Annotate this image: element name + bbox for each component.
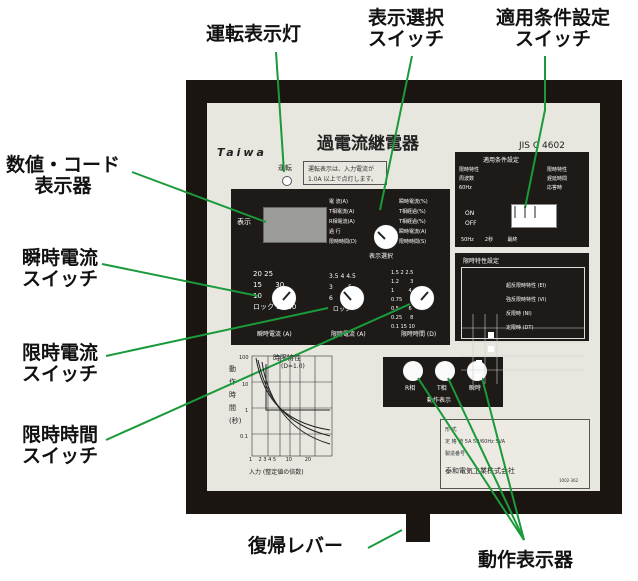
op-indicator-leader-1 <box>417 377 525 541</box>
curve-setting-panel: 限時特性設定 超反限時特性 (EI) 強反限時特性 (VI) 反限時 (NI) … <box>455 253 589 341</box>
op-indicator-leader-3 <box>481 377 525 541</box>
numeric-display-line2: 表示器 <box>34 175 92 197</box>
graph-y-tick-3: 1 <box>245 408 249 414</box>
numeric-code-display-label: 数値・コード 表示器 <box>6 155 120 197</box>
run-indicator-lamp <box>282 176 292 186</box>
run-note-line1: 運転表示は、入力電流が <box>308 166 375 173</box>
display-select-right: 瞬時電流(%) T相経過(%) T相経過(%) 瞬時電流(A) 限時時間(S) <box>399 199 428 245</box>
condition-setting-switch-label: 適用条件設定 スイッチ <box>496 8 610 50</box>
display-select-line2: スイッチ <box>368 28 445 50</box>
graph-y-tick-4: 0.1 <box>240 434 248 440</box>
curve-table-grid <box>461 314 585 384</box>
limit-time-line1: 限時時間 <box>22 424 99 446</box>
run-note-line2: 1.0A 以上で点灯します。 <box>308 176 377 183</box>
curve-table-dots <box>476 332 494 380</box>
limit-time-leader <box>105 303 411 441</box>
graph-subtitle: (D=1.0) <box>281 363 305 370</box>
brand-logo: Taiwa <box>217 146 267 159</box>
condition-left-labels: 限時特性 周波数 60Hz <box>459 167 480 191</box>
curve-row-3: 反限時 (NI) <box>506 311 532 317</box>
graph-frame <box>251 355 333 457</box>
op-indicator-title: 動作表示 <box>427 397 452 404</box>
condition-bottom-labels: 50Hz 2秒 最終 <box>461 237 518 243</box>
display-dial-section: 表示 電 流(A) T相電流(A) R相電流(A) 過 行 限時時間(D) 瞬時… <box>231 189 450 345</box>
nameplate-row-2: 定 格 値 5A 50/60Hz 5VA <box>445 439 506 445</box>
numeric-display-leader <box>131 171 267 223</box>
relay-faceplate: Taiwa 過電流継電器 JIS C 4602 運転 運転表示は、入力電流が 1… <box>207 103 600 491</box>
numeric-display-line1: 数値・コード <box>6 154 121 176</box>
lamp-leader <box>275 51 285 173</box>
limit-time-line2: スイッチ <box>22 445 99 467</box>
limit-time-dial-label: 限時時間 (D) <box>401 331 437 338</box>
characteristic-graph <box>251 355 333 457</box>
display-select-left: 電 流(A) T相電流(A) R相電流(A) 過 行 限時時間(D) <box>329 199 357 245</box>
limit-current-line1: 限時電流 <box>22 342 99 364</box>
reset-lever-label: 復帰レバー <box>248 535 344 557</box>
run-label: 運転 <box>278 164 292 172</box>
instant-current-knob[interactable] <box>271 285 297 311</box>
operation-indicator-label: 動作表示器 <box>478 549 574 571</box>
instant-current-line2: スイッチ <box>22 268 99 290</box>
condition-setting-panel: 適用条件設定 限時特性 周波数 60Hz 限時特性 遅延時間 応答時 ON OF… <box>455 152 589 247</box>
graph-y-tick-1: 100 <box>239 355 249 361</box>
graph-y-tick-2: 10 <box>242 382 249 388</box>
graph-y-label: 動作時間(秒) <box>229 365 242 425</box>
limit-current-dial-label: 限時電流 (A) <box>331 331 366 338</box>
limit-current-line2: スイッチ <box>22 363 99 385</box>
nameplate-row-3: 製造番号 <box>445 451 466 457</box>
reset-lever-leader <box>367 529 403 549</box>
indicator-label-t: T相 <box>437 385 447 392</box>
condition-setting-leader <box>524 56 546 209</box>
limit-time-knob[interactable] <box>409 285 435 311</box>
characteristic-curves <box>255 357 331 445</box>
condition-on-label: ON <box>465 210 475 217</box>
display-select-switch-label: 表示選択 スイッチ <box>368 8 444 50</box>
indicator-lamp-label: 運転表示灯 <box>206 23 302 45</box>
graph-x-label: 入力 (整定値の倍数) <box>249 469 304 476</box>
condition-right-labels: 限時特性 遅延時間 応答時 <box>547 167 568 191</box>
curve-row-1: 超反限時特性 (EI) <box>506 283 547 289</box>
callout-leader-lines <box>101 51 546 549</box>
nameplate-row-1: 形 式 <box>445 427 457 433</box>
indicator-label-r: R相 <box>405 385 416 392</box>
graph-x-ticks: 1 2 3 4 5 10 20 <box>249 457 312 463</box>
nameplate-code: 1002-362 <box>559 478 579 483</box>
condition-setting-line2: スイッチ <box>515 28 592 50</box>
dial-pointers <box>282 231 429 301</box>
display-select-title: 表示選択 <box>369 253 394 260</box>
limit-current-switch-label: 限時電流 スイッチ <box>22 343 98 385</box>
limit-time-ticks: 1.5 2 2.5 1.2 3 1 4 0.75 5 0.5 6 0.25 8 … <box>391 270 415 330</box>
run-note-box: 運転表示は、入力電流が 1.0A 以上で点灯します。 <box>303 161 387 185</box>
condition-off-label: OFF <box>465 220 477 227</box>
curve-row-2: 強反限時特性 (VI) <box>506 297 547 303</box>
reset-lever[interactable] <box>406 514 430 542</box>
instant-current-dial-label: 瞬時電流 (A) <box>257 331 292 338</box>
condition-dip-switch-details <box>514 206 536 218</box>
instant-current-switch-label: 瞬時電流 スイッチ <box>22 248 98 290</box>
instant-current-line1: 瞬時電流 <box>22 247 99 269</box>
limit-time-switch-label: 限時時間 スイッチ <box>22 425 98 467</box>
operation-indicator-panel: R相 T相 瞬時 動作表示 <box>383 357 503 407</box>
numeric-code-display <box>263 207 327 243</box>
indicator-label-instant: 瞬時 <box>469 385 482 392</box>
condition-setting-line1: 適用条件設定 <box>496 7 611 29</box>
display-select-leader <box>379 55 413 211</box>
standard-label: JIS C 4602 <box>519 141 565 151</box>
condition-title: 適用条件設定 <box>483 157 520 164</box>
limit-current-ticks: 3.5 4 4.5 3 5 6 ロック <box>329 273 356 313</box>
instant-current-leader <box>101 263 259 297</box>
display-label: 表示 <box>237 218 251 226</box>
op-indicator-leader-2 <box>447 377 525 541</box>
curve-title: 限時特性設定 <box>463 258 500 265</box>
display-select-knob[interactable] <box>373 224 399 250</box>
limit-current-leader <box>105 307 329 357</box>
limit-current-knob[interactable] <box>339 285 365 311</box>
t-phase-indicator <box>435 361 455 381</box>
display-select-line1: 表示選択 <box>368 7 445 29</box>
condition-dip-switch[interactable] <box>511 204 557 228</box>
r-phase-indicator <box>403 361 423 381</box>
